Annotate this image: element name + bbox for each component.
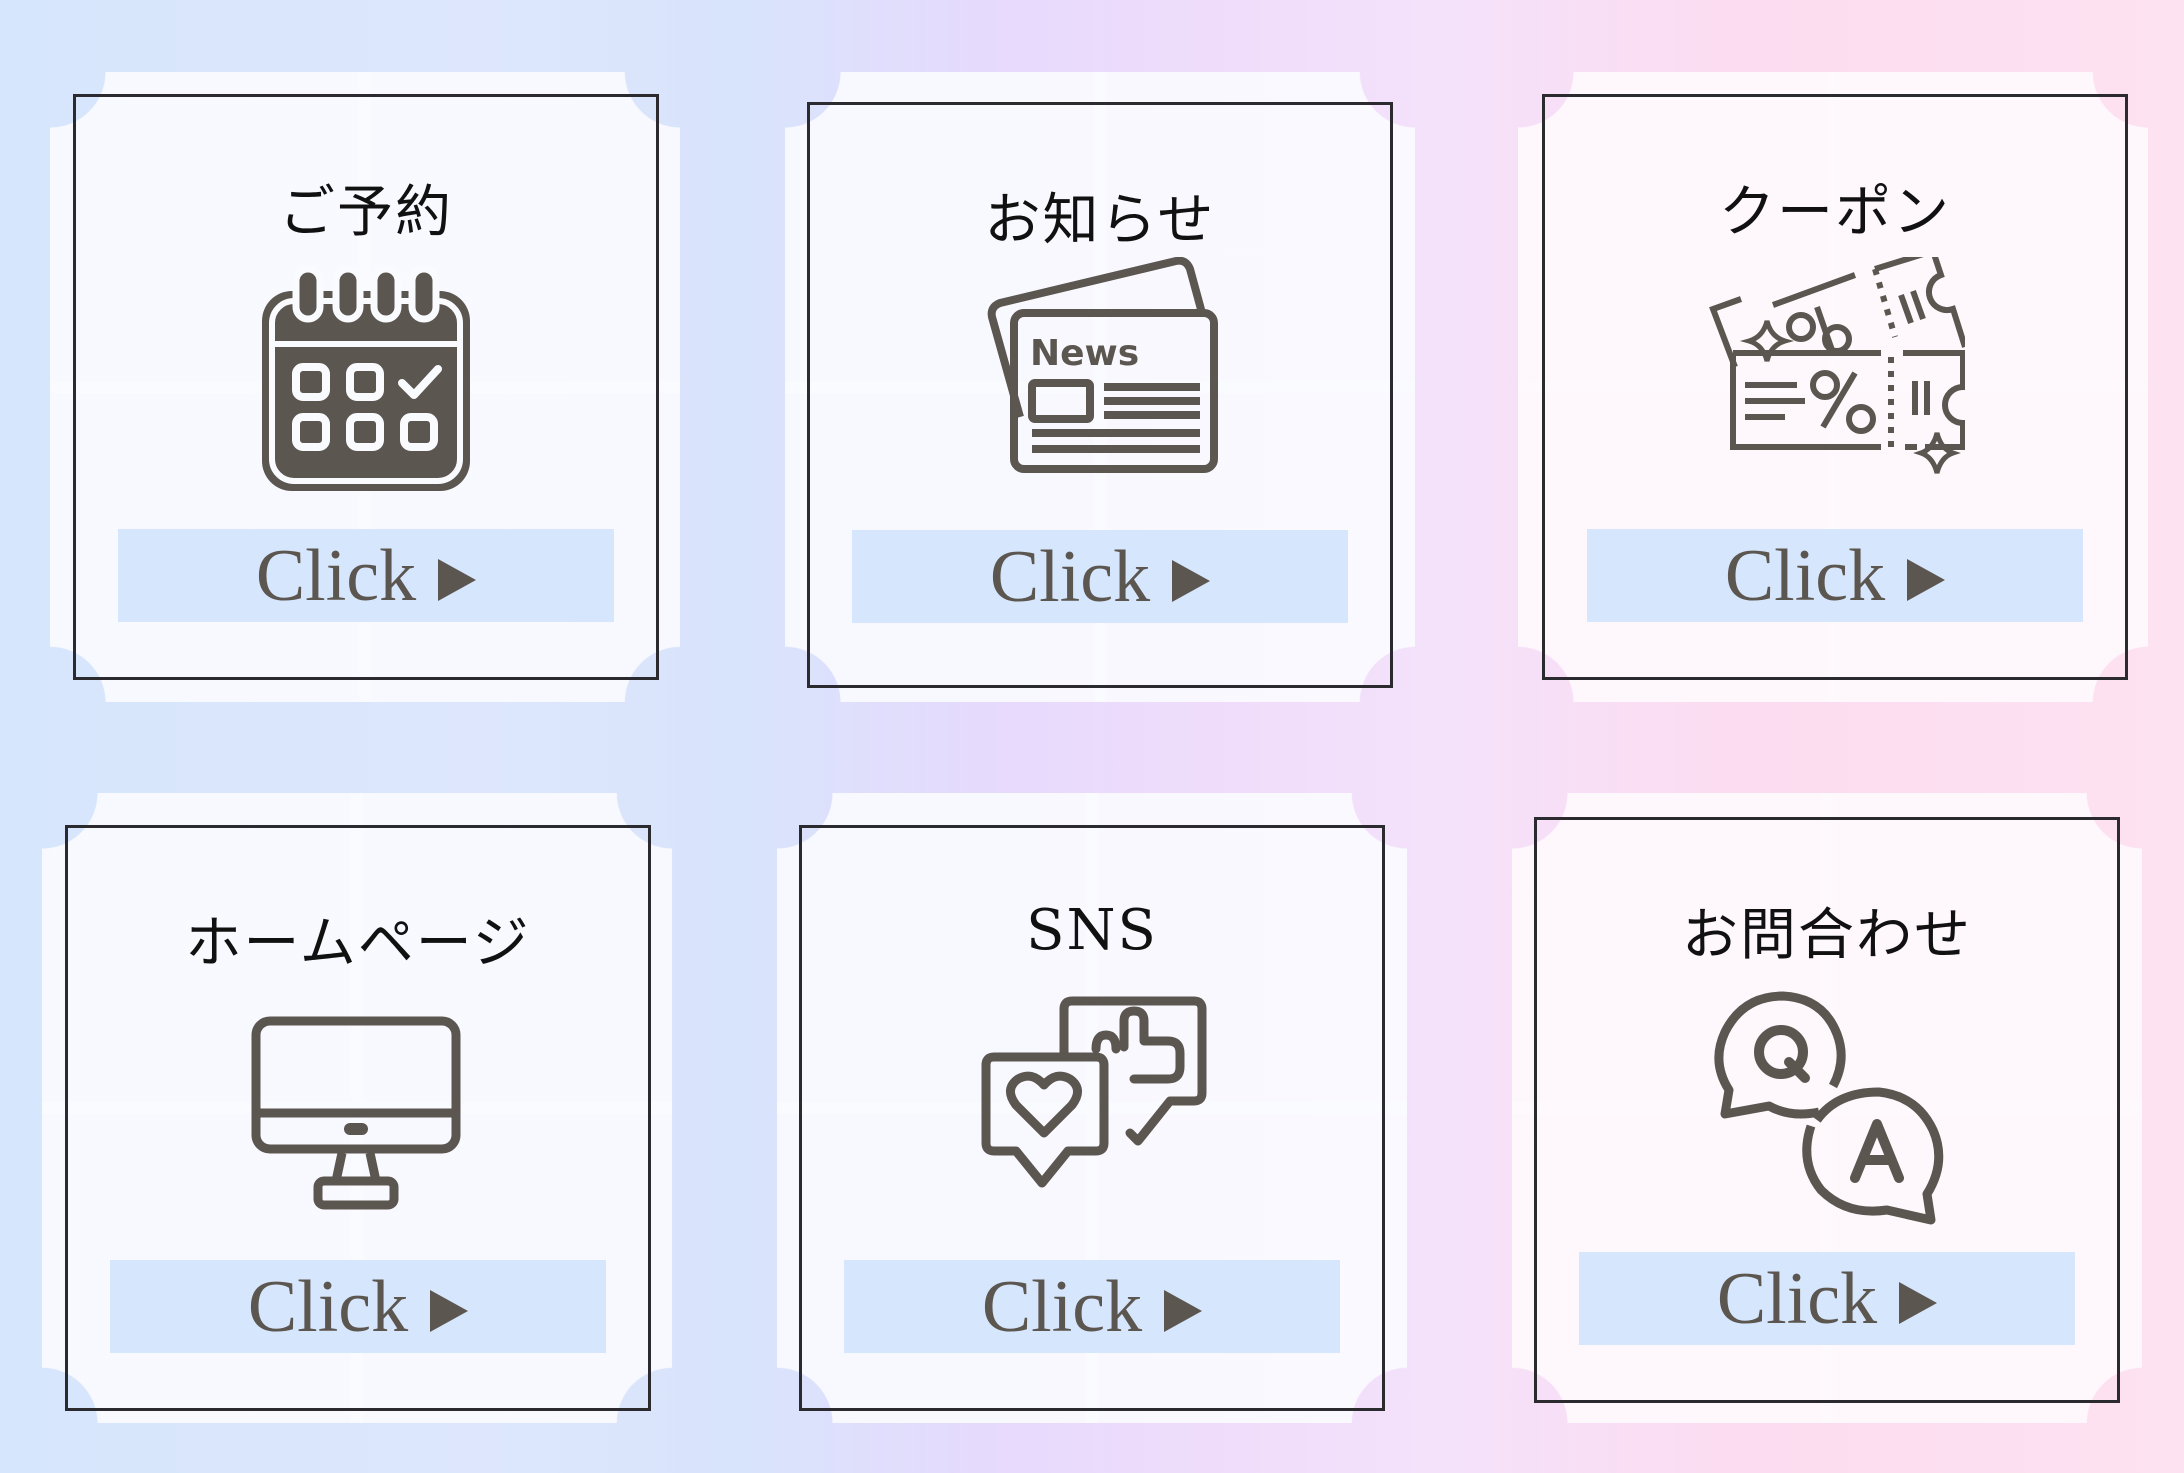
play-triangle-icon: [430, 1289, 469, 1332]
qa-chat-bubbles-icon: Q: [1707, 990, 1947, 1240]
newspaper-icon: News: [980, 257, 1220, 497]
click-button-reservation[interactable]: Click: [118, 529, 614, 622]
card-title: クーポン: [1719, 180, 1951, 245]
card-title: SNS: [1026, 898, 1158, 963]
card-title: お問合わせ: [1682, 903, 1972, 968]
button-label: Click: [1716, 1257, 1878, 1340]
calendar-icon: [246, 257, 486, 497]
play-triangle-icon: [438, 558, 477, 601]
card-coupon: クーポン %: [1542, 94, 2128, 680]
button-label: Click: [1724, 534, 1886, 617]
button-label: Click: [247, 1265, 409, 1348]
button-label: Click: [255, 534, 417, 617]
desktop-monitor-icon: [238, 1003, 478, 1243]
card-homepage: ホームページ Click: [65, 825, 651, 1411]
play-triangle-icon: [1907, 558, 1946, 601]
play-triangle-icon: [1899, 1281, 1938, 1324]
click-button-sns[interactable]: Click: [844, 1260, 1340, 1353]
card-news: お知らせ News Click: [807, 102, 1393, 688]
button-label: Click: [989, 535, 1151, 618]
play-triangle-icon: [1172, 559, 1211, 602]
click-button-coupon[interactable]: Click: [1587, 529, 2083, 622]
click-button-homepage[interactable]: Click: [110, 1260, 606, 1353]
svg-text:%: %: [1705, 257, 1706, 258]
card-contact: お問合わせ Q Click: [1534, 817, 2120, 1403]
button-label: Click: [981, 1265, 1143, 1348]
card-reservation: ご予約 Click: [73, 94, 659, 680]
svg-text:News: News: [1030, 333, 1139, 374]
card-title: ご予約: [279, 180, 453, 245]
svg-text:Q: Q: [1707, 990, 1708, 991]
social-chat-like-icon: [972, 993, 1212, 1243]
coupon-ticket-icon: %: [1705, 257, 1965, 497]
card-sns: SNS Click: [799, 825, 1385, 1411]
card-title: ホームページ: [185, 911, 531, 976]
play-triangle-icon: [1164, 1289, 1203, 1332]
click-button-news[interactable]: Click: [852, 530, 1348, 623]
card-title: お知らせ: [984, 188, 1216, 253]
click-button-contact[interactable]: Click: [1579, 1252, 2075, 1345]
